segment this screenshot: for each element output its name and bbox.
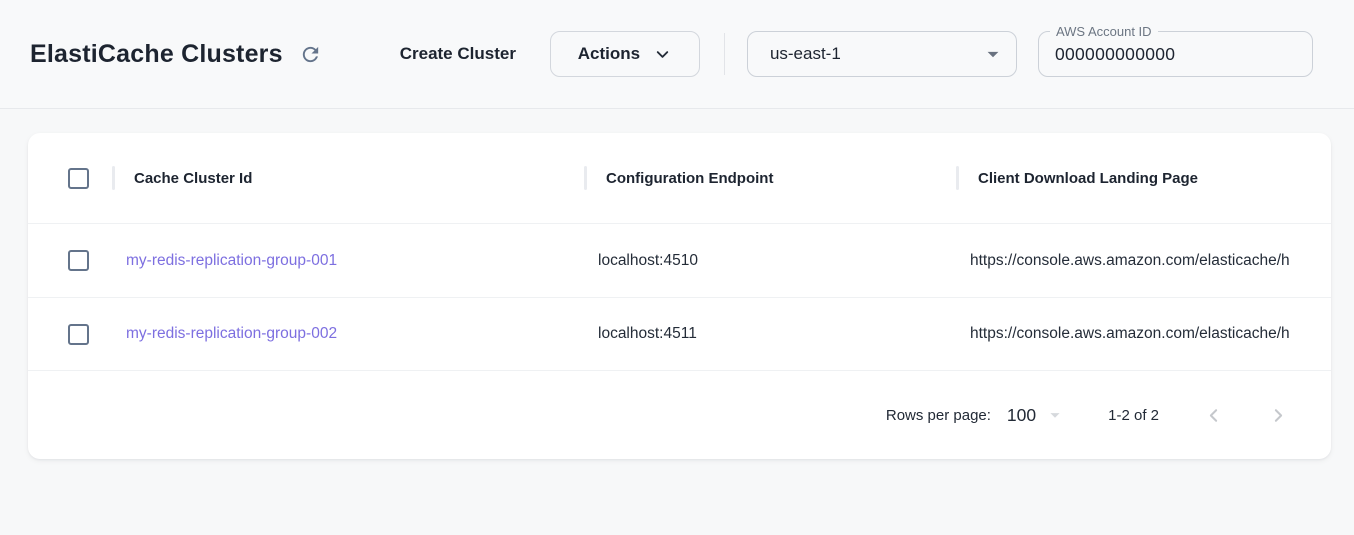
refresh-icon (299, 43, 322, 66)
row-select-cell (28, 250, 112, 271)
pagination-range-label: 1-2 of 2 (1108, 406, 1159, 424)
clusters-table-card: Cache Cluster Id Configuration Endpoint … (28, 133, 1331, 459)
cell-client-download-landing-page: https://console.aws.amazon.com/elasticac… (970, 325, 1290, 342)
cell-client-download-landing-page: https://console.aws.amazon.com/elasticac… (970, 251, 1290, 269)
chevron-right-icon (1268, 405, 1289, 426)
aws-account-id-label: AWS Account ID (1049, 23, 1158, 40)
cell-cache-cluster-id: my-redis-replication-group-002 (112, 325, 584, 343)
column-header-label: Configuration Endpoint (606, 169, 774, 187)
row-divider (28, 370, 1331, 371)
row-divider (28, 297, 1331, 298)
actions-button-label: Actions (577, 44, 641, 63)
caret-down-icon (980, 41, 1006, 67)
column-separator (956, 166, 959, 190)
table-row: my-redis-replication-group-001 localhost… (28, 224, 1331, 297)
column-header-configuration-endpoint: Configuration Endpoint (584, 166, 956, 190)
actions-button[interactable]: Actions (549, 31, 700, 77)
row-divider (28, 223, 1331, 224)
chevron-left-icon (1203, 405, 1224, 426)
column-separator (584, 166, 587, 190)
select-all-cell (28, 167, 112, 189)
caret-down-icon (1044, 404, 1066, 426)
cell-cache-cluster-id: my-redis-replication-group-001 (112, 252, 584, 270)
cell-configuration-endpoint: localhost:4510 (598, 251, 698, 269)
aws-account-id-field: AWS Account ID (1037, 23, 1313, 77)
refresh-button[interactable] (295, 39, 326, 70)
page-title: ElastiCache Clusters (30, 39, 283, 68)
create-cluster-button[interactable]: Create Cluster (384, 34, 532, 74)
previous-page-button[interactable] (1199, 401, 1228, 430)
rows-per-page-label: Rows per page: (885, 406, 991, 424)
region-select-value: us-east-1 (769, 44, 841, 63)
column-header-cache-cluster-id: Cache Cluster Id (112, 166, 584, 190)
cluster-link[interactable]: my-redis-replication-group-001 (126, 251, 338, 269)
row-checkbox[interactable] (68, 323, 89, 345)
column-separator (112, 166, 115, 190)
select-all-checkbox[interactable] (68, 167, 89, 189)
rows-per-page-select[interactable]: 100 (1007, 404, 1066, 426)
column-header-label: Cache Cluster Id (134, 169, 253, 187)
cell-configuration-endpoint: localhost:4511 (598, 325, 697, 342)
column-header-label: Client Download Landing Page (978, 169, 1199, 187)
column-header-client-download-landing-page: Client Download Landing Page (956, 166, 1331, 190)
region-select[interactable]: us-east-1 (746, 31, 1017, 77)
table-row: my-redis-replication-group-002 localhost… (28, 298, 1331, 370)
top-toolbar: ElastiCache Clusters Create Cluster Acti… (0, 0, 1354, 109)
row-checkbox[interactable] (68, 250, 89, 271)
chevron-down-icon (653, 45, 672, 64)
toolbar-divider (723, 33, 725, 75)
cluster-link[interactable]: my-redis-replication-group-002 (126, 325, 338, 342)
next-page-button[interactable] (1264, 401, 1293, 430)
table-pagination: Rows per page: 100 1-2 of 2 (28, 371, 1331, 459)
row-select-cell (28, 323, 112, 345)
table-header-row: Cache Cluster Id Configuration Endpoint … (28, 133, 1331, 223)
rows-per-page-value: 100 (1006, 404, 1037, 425)
